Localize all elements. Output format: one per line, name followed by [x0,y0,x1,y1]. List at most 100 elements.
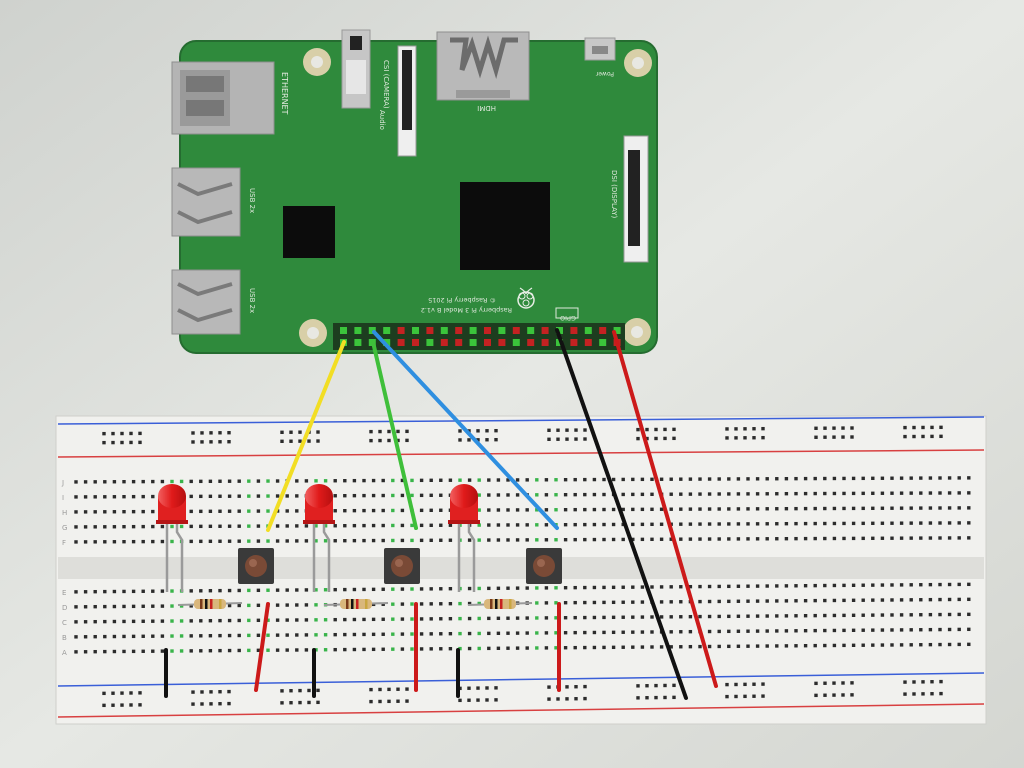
breadboard-hole [928,536,933,540]
breadboard-hole [679,585,683,589]
breadboard-hole [823,476,827,481]
breadboard-hole [736,614,741,618]
breadboard-hole [813,613,817,618]
breadboard-hole [544,601,549,605]
breadboard-hole [832,476,837,481]
breadboard-hole [208,634,213,638]
breadboard-hole [487,646,491,651]
breadboard-hole [467,686,471,690]
yellow-wire[interactable] [266,340,346,532]
breadboard-hole [396,687,400,691]
breadboard-hole [448,523,453,527]
breadboard-hole [544,508,549,512]
breadboard-hole [199,494,203,499]
breadboard-hole [765,644,769,648]
breadboard-hole [400,602,405,606]
breadboard-hole [247,524,251,528]
breadboard-hole [928,476,933,480]
breadboard-hole [554,508,558,512]
breadboard-hole [419,617,424,621]
breadboard-hole [362,493,366,498]
breadboard-hole [736,492,741,496]
green-wire[interactable] [371,340,418,530]
breadboard-hole [199,509,203,514]
breadboard-hole [890,506,894,510]
breadboard-hole [851,598,856,602]
breadboard-hole [525,523,529,527]
breadboard-hole [112,604,117,609]
breadboard-hole [727,644,731,649]
breadboard-hole [439,493,443,497]
breadboard-hole [621,585,625,589]
breadboard-hole [746,599,750,603]
breadboard-hole [611,615,616,620]
breadboard-hole [352,632,357,637]
power-jumper-wire[interactable] [254,602,270,692]
black-wire[interactable] [555,328,688,700]
push-button[interactable] [384,548,420,584]
breadboard-hole [752,427,756,431]
breadboard-hole [583,477,587,482]
gpio-pin [426,327,434,334]
breadboard-hole [698,644,702,649]
breadboard-hole [707,477,712,481]
breadboard-hole [842,643,846,648]
breadboard-hole [93,589,97,594]
breadboard-hole [698,507,702,511]
breadboard-hole [218,648,222,653]
breadboard-hole [640,630,645,634]
breadboard-hole [583,492,587,497]
breadboard-hole [256,539,261,543]
blue-wire[interactable] [372,330,559,530]
breadboard-hole [832,681,836,685]
breadboard-hole [289,689,293,693]
breadboard-hole [160,539,165,544]
breadboard-hole [930,425,934,430]
breadboard-hole [122,495,126,499]
gpio-pin [383,339,391,346]
breadboard-hole [842,521,846,526]
breadboard-hole [823,681,827,685]
breadboard-hole [256,509,261,513]
breadboard-hole [371,493,376,498]
breadboard-hole [669,537,673,541]
breadboard-hole [698,599,702,604]
breadboard-hole [909,598,913,602]
breadboard-hole [602,522,606,527]
breadboard-hole [928,506,933,510]
breadboard-hole [841,693,845,697]
breadboard-hole [947,521,952,525]
breadboard-hole [903,425,907,430]
breadboard-hole [573,492,577,497]
breadboard-hole [103,495,107,499]
breadboard-hole [957,521,961,525]
breadboard-hole [387,699,391,704]
breadboard-hole [400,493,405,498]
red-wire[interactable] [612,330,718,688]
breadboard-hole [371,523,376,528]
led-dome [305,484,333,508]
breadboard-hole [218,539,222,543]
breadboard-hole [574,685,578,689]
breadboard-hole [323,524,328,528]
breadboard-hole [227,509,232,513]
breadboard-hole [285,524,289,528]
breadboard-hole [736,537,741,541]
breadboard-hole [391,523,395,528]
push-button[interactable] [238,548,274,584]
breadboard-hole [535,508,539,512]
push-button[interactable] [526,548,562,584]
breadboard-hole [179,479,184,484]
breadboard-hole [122,589,126,594]
breadboard-hole [289,439,293,443]
breadboard-hole [400,508,405,513]
breadboard-hole [755,492,760,496]
breadboard-hole [103,540,107,544]
breadboard-hole [727,522,731,526]
breadboard-hole [371,632,376,637]
breadboard-hole [74,495,78,499]
breadboard-hole [679,600,683,604]
breadboard-hole [654,683,658,688]
breadboard-hole [458,646,462,651]
breadboard-hole [120,691,124,695]
